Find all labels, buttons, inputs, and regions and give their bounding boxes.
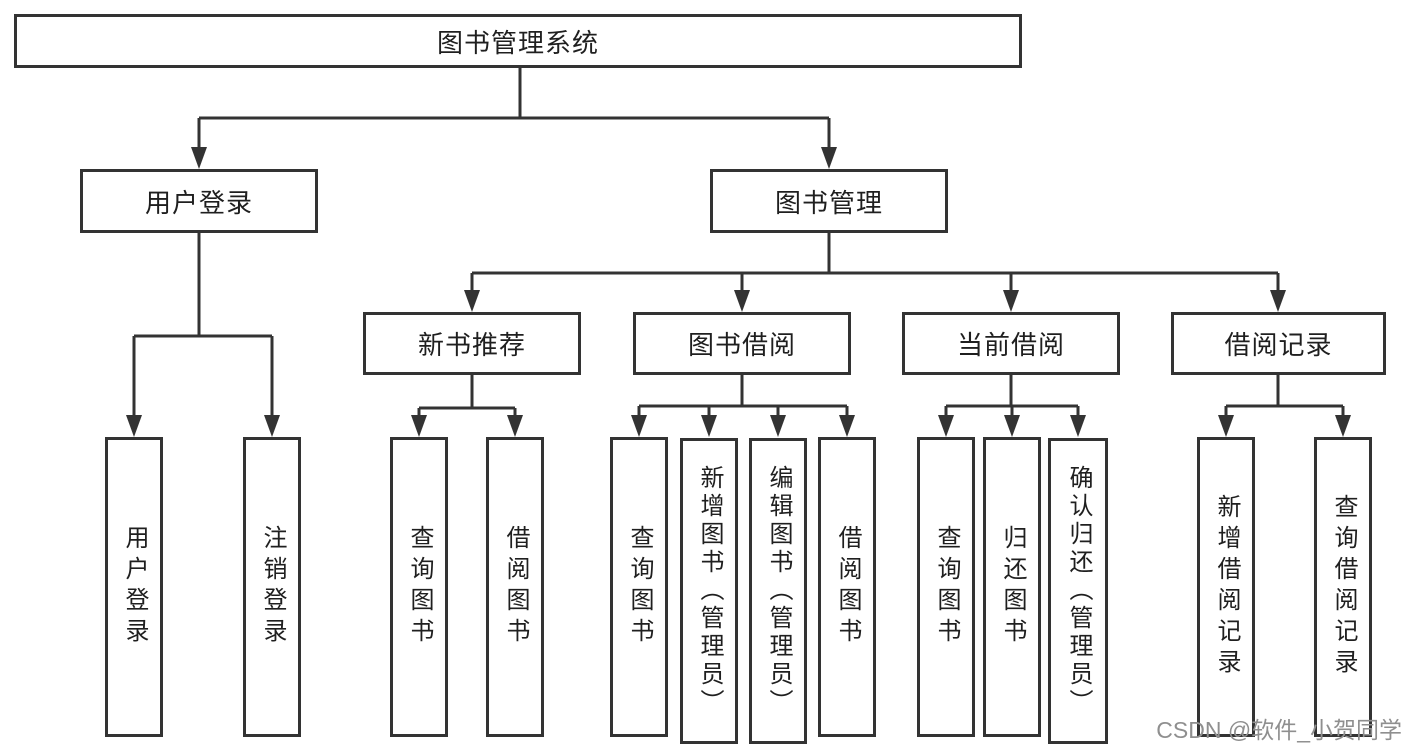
leaf-cb-return-books: 归还图书 (983, 437, 1041, 737)
leaf-bb-add-books-admin: 新增图书（管理员） (680, 438, 738, 744)
leaf-user-login: 用户登录 (105, 437, 163, 737)
leaf-logout: 注销登录 (243, 437, 301, 737)
watermark: CSDN @软件_小贺同学 (1156, 717, 1402, 743)
connector-book-management (464, 233, 1286, 312)
leaf-br-query-record: 查询借阅记录 (1314, 437, 1372, 737)
node-user-login: 用户登录 (80, 169, 318, 233)
connector-book-borrowing (631, 375, 855, 437)
connector-current-borrowing (938, 375, 1086, 437)
leaf-nbr-borrow-books: 借阅图书 (486, 437, 544, 737)
leaf-bb-query-books: 查询图书 (610, 437, 668, 737)
connector-root (191, 68, 837, 169)
node-new-book-recommend: 新书推荐 (363, 312, 581, 375)
leaf-bb-borrow-books: 借阅图书 (818, 437, 876, 737)
node-current-borrowing: 当前借阅 (902, 312, 1120, 375)
leaf-nbr-query-books: 查询图书 (390, 437, 448, 737)
connector-new-book-recommend (411, 375, 523, 437)
leaf-cb-confirm-return-admin: 确认归还（管理员） (1048, 438, 1108, 744)
leaf-cb-query-books: 查询图书 (917, 437, 975, 737)
connector-user-login (126, 233, 280, 437)
leaf-bb-edit-books-admin: 编辑图书（管理员） (749, 438, 807, 744)
node-book-borrowing: 图书借阅 (633, 312, 851, 375)
leaf-br-add-record: 新增借阅记录 (1197, 437, 1255, 737)
node-root: 图书管理系统 (14, 14, 1022, 68)
node-book-management: 图书管理 (710, 169, 948, 233)
node-borrow-records: 借阅记录 (1171, 312, 1386, 375)
connector-borrow-records (1218, 375, 1351, 437)
